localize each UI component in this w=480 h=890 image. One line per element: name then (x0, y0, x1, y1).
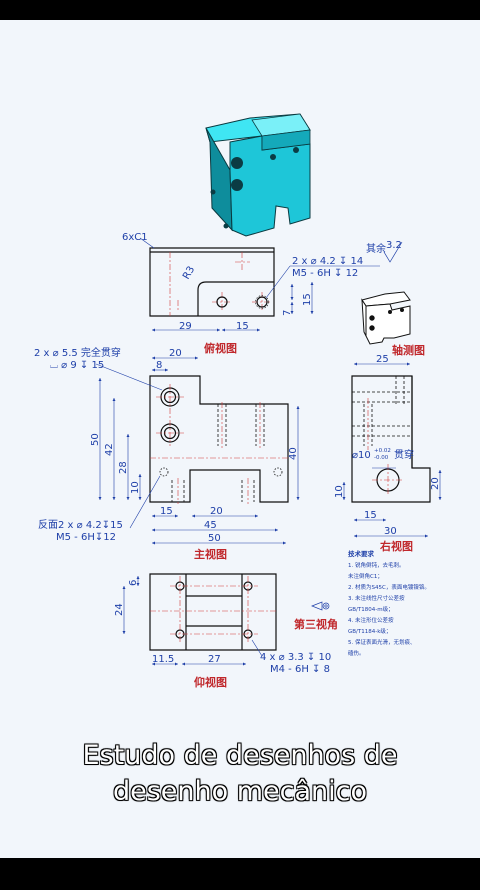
bottom-hole-note-2: M4 - 6H ↧ 8 (270, 664, 330, 675)
note-line: 5. 保证表面光滑，无划痕、 (348, 638, 416, 646)
front-view (149, 375, 289, 504)
back-hole-note-2: M5 - 6H↧12 (56, 532, 116, 543)
top-dim-15v: 15 (302, 293, 313, 306)
front-hole-note-2: ⌴ ⌀ 9 ↧ 15 (50, 360, 104, 371)
back-hole-note-1: 反面2 x ⌀ 4.2↧15 (38, 519, 123, 531)
technical-notes: 技术要求 1. 锐角倒钝，去毛刺。 未注倒角C1； 2. 材质为S45C，表面电… (348, 549, 430, 657)
right-view (351, 375, 431, 503)
note-line: GB/T1184-k级； (348, 627, 391, 635)
front-hole-note-1: 2 x ⌀ 5.5 完全贯穿 (34, 346, 121, 359)
note-line: 2. 材质为S45C，表面电镀镍铬。 (348, 583, 430, 591)
right-dim-10: 10 (334, 485, 345, 498)
caption-line-2: desenho mecânico (112, 776, 368, 807)
roughness-value: 3.2 (386, 240, 402, 251)
right-hole-dia: ⌀10 (352, 450, 371, 461)
isometric-part (205, 113, 311, 237)
top-dim-15: 15 (236, 321, 249, 332)
right-dim-20: 20 (430, 477, 441, 490)
right-tol-down: -0.00 (374, 455, 389, 461)
small-isometric (361, 291, 411, 345)
front-dim-8: 8 (156, 360, 162, 371)
front-dim-50: 50 (90, 433, 101, 446)
top-letterbox (0, 0, 480, 20)
chamfer-note: 6xC1 (122, 232, 148, 243)
note-line: 4. 未注形位公差按 (348, 616, 394, 624)
note-line: 未注倒角C1； (348, 572, 383, 580)
bottom-dim-6: 6 (128, 580, 139, 586)
right-view-label: 右视图 (379, 539, 413, 553)
video-caption: Estudo de desenhos de desenho mecânico (0, 738, 480, 810)
top-dim-29: 29 (179, 321, 192, 332)
front-view-label: 主视图 (194, 547, 227, 561)
right-view-dims (342, 362, 442, 538)
front-dim-45: 45 (204, 520, 217, 531)
right-tol-up: +0.02 (374, 448, 391, 454)
front-dim-42: 42 (104, 443, 115, 456)
note-line: 磕伤。 (348, 649, 365, 657)
right-dim-15: 15 (364, 510, 377, 521)
roughness-symbol (383, 241, 403, 263)
bottom-hole-note-1: 4 x ⌀ 3.3 ↧ 10 (260, 652, 331, 663)
front-dim-28: 28 (118, 461, 129, 474)
front-dim-40: 40 (288, 447, 299, 460)
right-dim-30: 30 (384, 526, 397, 537)
right-dim-25: 25 (376, 354, 389, 365)
top-hole-note-1: 2 x ⌀ 4.2 ↧ 14 (292, 256, 363, 267)
rest-roughness: 其余 (366, 242, 386, 255)
right-through: 贯穿 (394, 448, 414, 461)
bottom-dim-11-5: 11.5 (152, 654, 174, 665)
notes-title: 技术要求 (348, 549, 375, 558)
front-view-dims (95, 356, 300, 545)
iso-view-label: 轴测图 (392, 343, 425, 357)
top-dim-7: 7 (282, 310, 293, 316)
front-dim-20b: 20 (210, 506, 223, 517)
third-angle-symbol (311, 601, 330, 611)
bottom-view (149, 573, 277, 651)
note-line: 1. 锐角倒钝，去毛刺。 (348, 561, 405, 569)
bottom-dim-24: 24 (114, 603, 125, 616)
bottom-dim-27: 27 (208, 654, 221, 665)
top-hole-note-2: M5 - 6H ↧ 12 (292, 268, 358, 279)
front-dim-20: 20 (169, 348, 182, 359)
note-line: 3. 未注线性尺寸公差按 (348, 594, 405, 602)
top-view (149, 247, 275, 317)
front-dim-50b: 50 (208, 533, 221, 544)
note-line: GB/T1804-m级； (348, 605, 394, 613)
third-angle-label: 第三视角 (294, 617, 338, 631)
top-view-dims (139, 237, 380, 332)
front-dim-10: 10 (130, 481, 141, 494)
bottom-view-label: 仰视图 (194, 675, 227, 689)
bottom-view-dims (122, 576, 263, 666)
caption-line-1: Estudo de desenhos de (82, 740, 398, 771)
top-view-label: 俯视图 (204, 341, 237, 355)
front-dim-15: 15 (160, 506, 173, 517)
top-radius: R3 (181, 264, 197, 281)
bottom-letterbox (0, 858, 480, 890)
